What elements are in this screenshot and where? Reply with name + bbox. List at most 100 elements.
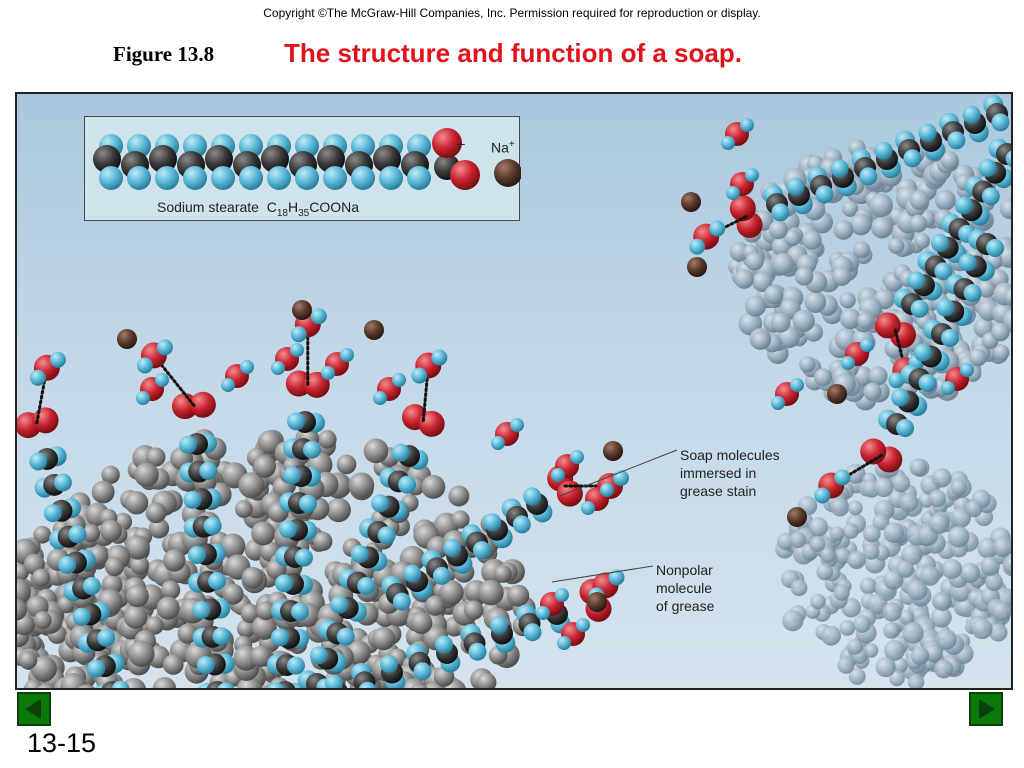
grease-atom bbox=[989, 623, 1008, 642]
grease-atom bbox=[802, 230, 822, 250]
hydrogen-atom bbox=[29, 452, 48, 471]
grease-atom bbox=[820, 547, 836, 563]
water-hydrogen bbox=[392, 373, 406, 387]
previous-slide-button[interactable] bbox=[17, 692, 51, 726]
grease-atom bbox=[22, 689, 40, 690]
hydrogen-atom bbox=[523, 487, 542, 506]
oxygen-atom bbox=[450, 160, 480, 190]
grease-atom bbox=[363, 438, 389, 464]
formula-h-count: 35 bbox=[298, 207, 310, 219]
grease-atom bbox=[889, 670, 905, 687]
sodium-ion bbox=[494, 159, 521, 187]
grease-atom bbox=[859, 577, 877, 595]
hydrogen-atom bbox=[391, 443, 410, 462]
grease-atom bbox=[909, 458, 928, 477]
grease-atom bbox=[977, 537, 999, 559]
grease-atom bbox=[81, 523, 101, 543]
hydrogen-atom bbox=[212, 627, 231, 646]
grease-atom bbox=[950, 507, 972, 528]
hydrogen-atom bbox=[443, 538, 462, 557]
hydrogen-atom bbox=[99, 166, 123, 190]
carbon-atom bbox=[205, 145, 233, 173]
hydrogen-atom bbox=[392, 592, 411, 611]
grease-atom bbox=[789, 531, 807, 549]
cation-charge: + bbox=[508, 139, 515, 150]
stearate-model bbox=[93, 128, 521, 190]
grease-atom bbox=[145, 502, 167, 524]
sodium-stearate-inset: – Na+ Sodium stearate C18H35COONa bbox=[84, 116, 521, 221]
grease-atom bbox=[478, 579, 504, 606]
sodium-ion bbox=[603, 441, 623, 461]
compound-name: Sodium stearate bbox=[157, 199, 259, 215]
hydrogen-atom bbox=[294, 548, 313, 567]
hydrogen-atom bbox=[771, 203, 790, 222]
grease-atom bbox=[250, 645, 272, 667]
water-hydrogen bbox=[726, 186, 740, 200]
grease-atom bbox=[30, 655, 57, 682]
grease-atom bbox=[156, 596, 180, 620]
hydrogen-atom bbox=[371, 494, 390, 513]
hydrogen-atom bbox=[211, 166, 235, 190]
grease-atom bbox=[410, 684, 428, 688]
grease-atom bbox=[837, 656, 855, 674]
grease-atom bbox=[240, 603, 260, 623]
grease-atom bbox=[853, 241, 871, 259]
soap-illustration: – Na+ Sodium stearate C18H35COONa Soap m… bbox=[15, 92, 1013, 690]
grease-atom bbox=[872, 513, 890, 531]
hydrogen-atom bbox=[97, 628, 116, 647]
sodium-ion bbox=[587, 592, 607, 612]
grease-atom bbox=[902, 622, 924, 644]
hydrogen-atom bbox=[379, 166, 403, 190]
grease-atom bbox=[237, 619, 256, 638]
grease-atom bbox=[934, 189, 956, 211]
water-hydrogen bbox=[745, 168, 759, 182]
grease-atom bbox=[984, 573, 1003, 592]
grease-atom bbox=[920, 565, 940, 586]
hydrogen-atom bbox=[468, 642, 487, 661]
grease-atom bbox=[61, 688, 85, 690]
grease-atom bbox=[371, 626, 396, 651]
water-hydrogen bbox=[536, 606, 550, 620]
oxygen-atom bbox=[189, 391, 216, 418]
grease-atom bbox=[913, 232, 931, 250]
grease-atom bbox=[840, 308, 861, 330]
hydrogen-atom bbox=[295, 166, 319, 190]
grease-atom bbox=[439, 580, 464, 605]
hydrogen-atom bbox=[357, 577, 376, 596]
triangle-left-icon bbox=[25, 699, 41, 719]
grease-atom bbox=[1004, 555, 1011, 574]
callout-soap-molecules: Soap molecules immersed in grease stain bbox=[680, 447, 780, 499]
water-hydrogen bbox=[510, 418, 524, 432]
oxygen-atom bbox=[432, 128, 462, 158]
hydrogen-atom bbox=[918, 374, 937, 393]
grease-atom bbox=[1012, 233, 1013, 253]
water-hydrogen bbox=[290, 343, 304, 357]
hydrogen-atom bbox=[934, 262, 953, 281]
grease-atom bbox=[772, 252, 794, 275]
next-slide-button[interactable] bbox=[969, 692, 1003, 726]
grease-atom bbox=[928, 513, 950, 535]
grease-atom bbox=[999, 198, 1011, 220]
grease-atom bbox=[177, 623, 198, 644]
grease-atom bbox=[145, 616, 164, 635]
oxygen-atom bbox=[418, 410, 445, 437]
grease-atom bbox=[220, 533, 246, 559]
grease-atom bbox=[829, 526, 845, 541]
hydrogen-atom bbox=[217, 682, 235, 688]
grease-atom bbox=[896, 560, 914, 578]
water-hydrogen bbox=[156, 339, 173, 356]
grease-atom bbox=[128, 640, 155, 667]
grease-atom bbox=[867, 593, 888, 615]
grease-atom bbox=[152, 677, 177, 688]
grease-atom bbox=[163, 549, 186, 572]
sodium-ion bbox=[117, 329, 137, 349]
water-hydrogen bbox=[771, 396, 785, 410]
grease-atom bbox=[924, 644, 943, 663]
figure-title: The structure and function of a soap. bbox=[284, 38, 742, 68]
sodium-ion bbox=[681, 192, 701, 212]
grease-atom bbox=[251, 521, 276, 546]
water-hydrogen bbox=[431, 349, 448, 366]
grease-atom bbox=[126, 584, 149, 608]
hydrogen-atom bbox=[830, 159, 849, 178]
grease-atom bbox=[463, 600, 484, 620]
